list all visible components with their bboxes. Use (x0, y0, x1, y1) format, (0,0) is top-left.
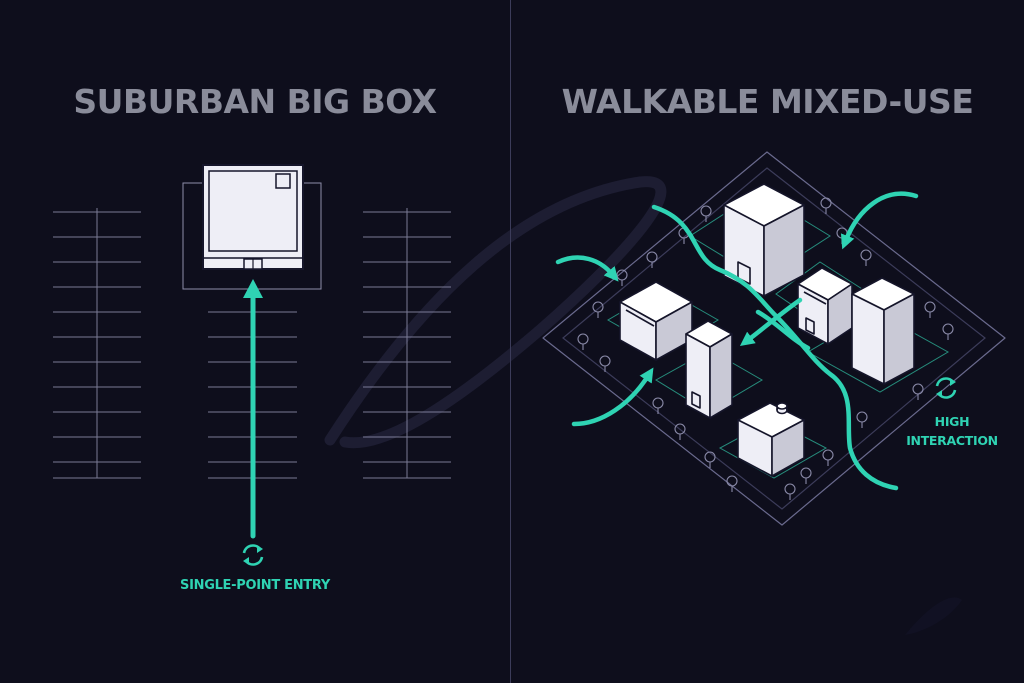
big-box-store (182, 164, 322, 290)
flow-arrow-north-east (840, 191, 919, 250)
building-tower-east (851, 277, 915, 385)
pedestrian-flows (555, 191, 919, 491)
panel-walkable: WALKABLE MIXED-USE (511, 0, 1024, 683)
cycle-icon (242, 544, 264, 566)
building-shop-west (619, 281, 693, 361)
parking-lot-left (53, 208, 141, 479)
cycle-icon (935, 377, 957, 399)
building-mid-east (797, 267, 853, 345)
panel-title-suburban: SUBURBAN BIG BOX (73, 82, 437, 121)
flow-arrow-west-upper (555, 255, 619, 282)
background-swoosh (324, 176, 962, 635)
panel-divider (510, 0, 511, 683)
caption-single-point-entry: SINGLE-POINT ENTRY (180, 578, 330, 593)
flow-cross-return (755, 309, 811, 351)
flow-arrow-west-lower (571, 367, 654, 427)
caption-high-interaction: HIGH INTERACTION (906, 414, 998, 448)
building-shop-south (737, 402, 805, 477)
building-tower-north (723, 183, 805, 297)
building-tower-center (685, 320, 733, 419)
parking-lot-right (363, 208, 451, 479)
panel-title-walkable: WALKABLE MIXED-USE (561, 82, 974, 121)
panel-suburban: SUBURBAN BIG BOX (0, 0, 510, 683)
entry-arrow (243, 279, 263, 539)
